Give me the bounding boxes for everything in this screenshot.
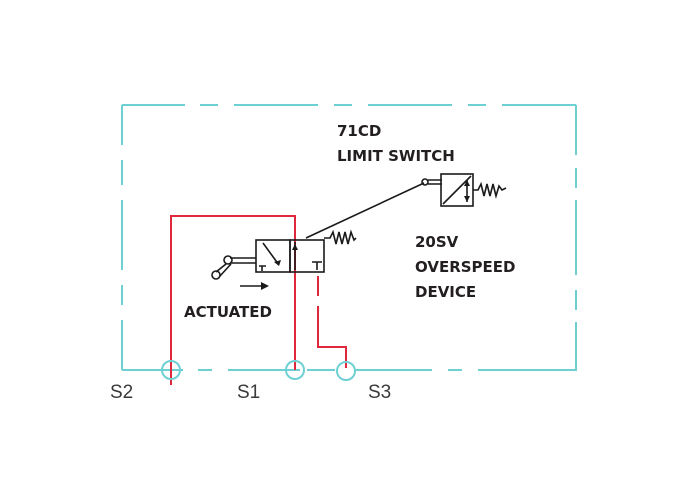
overspeed-id-label: 20SV [415, 233, 459, 251]
valve-state-label: ACTUATED [184, 303, 272, 321]
linkage-line [305, 182, 425, 239]
port-s1-label: S1 [237, 382, 260, 403]
limit-switch-id-label: 71CD [337, 122, 381, 140]
limit-switch-symbol [421, 173, 507, 207]
valve-symbol [211, 229, 357, 290]
port-s3-label: S3 [368, 382, 391, 403]
ports [161, 360, 356, 381]
line-valve-exhaust-to-s3 [317, 276, 347, 368]
overspeed-name-label: OVERSPEED [415, 258, 516, 276]
port-s2-label: S2 [110, 382, 133, 403]
limit-switch-name-label: LIMIT SWITCH [337, 147, 455, 165]
enclosure-boundary [121, 104, 577, 371]
port-s2-circle [161, 360, 181, 380]
line-s2-to-valve [170, 215, 296, 385]
air-lines [170, 215, 347, 385]
overspeed-name-line2-label: DEVICE [415, 283, 476, 301]
port-s1-circle [285, 360, 305, 380]
port-s3-circle [336, 361, 356, 381]
